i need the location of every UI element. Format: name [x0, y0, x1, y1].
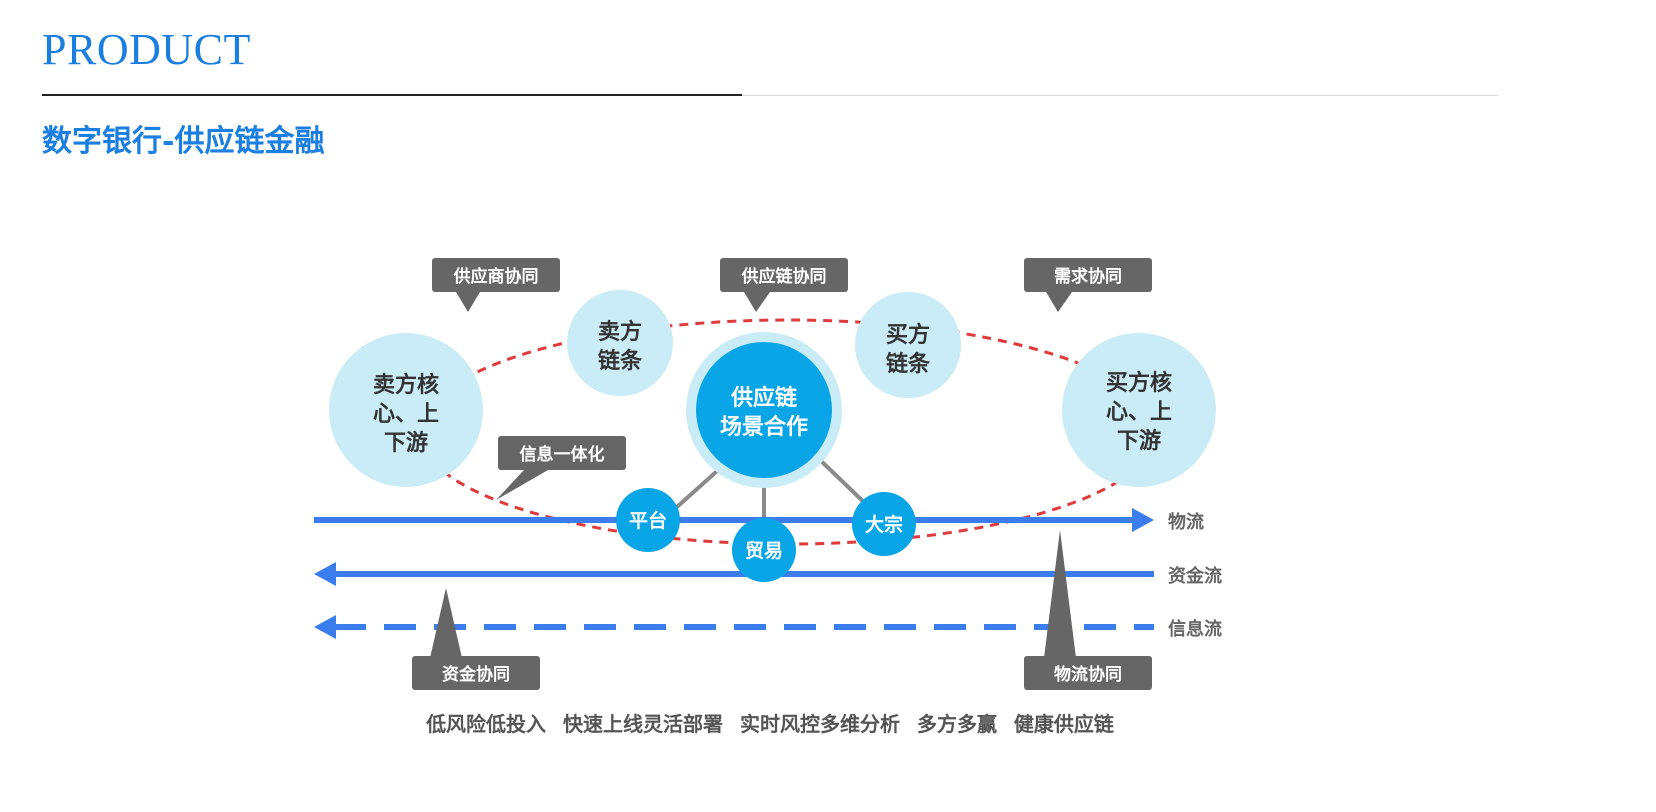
- seller-core-label-line3: 下游: [384, 430, 428, 456]
- trade-label: 贸易: [745, 539, 783, 562]
- bulk-node: [852, 492, 916, 556]
- header-divider: [42, 95, 1498, 96]
- header-divider-accent: [42, 94, 742, 96]
- supplier-collab-callout: 供应商协同: [432, 258, 560, 312]
- logistics-collab-label: 物流协同: [1054, 664, 1122, 685]
- connector-bulk: [816, 456, 872, 510]
- logistics-flow-arrow: [314, 508, 1154, 532]
- seller-chain-label-line1: 卖方: [598, 319, 642, 345]
- buyer-chain-label-line1: 买方: [886, 322, 930, 348]
- center-circle: [696, 342, 832, 478]
- page-heading: PRODUCT: [42, 25, 251, 74]
- trade-node: [732, 518, 796, 582]
- buyer-chain-circle: [855, 292, 961, 398]
- funds-flow-label: 资金流: [1168, 565, 1222, 587]
- supply-chain-collab-callout: 供应链协同: [720, 258, 848, 312]
- seller-core-label-line1: 卖方核: [373, 372, 439, 398]
- platform-label: 平台: [629, 509, 667, 532]
- center-label-line2: 场景合作: [720, 414, 808, 440]
- seller-core-label-line2: 心、上: [373, 402, 439, 427]
- logistics-flow-label: 物流: [1168, 511, 1204, 533]
- seller-chain-circle: [567, 290, 673, 396]
- seller-core-circle: [329, 333, 483, 487]
- logistics-collab-callout: 物流协同: [1024, 530, 1152, 690]
- info-integration-label: 信息一体化: [520, 444, 605, 465]
- funds-flow-arrow: [314, 562, 1154, 586]
- center-label-line1: 供应链: [730, 385, 797, 411]
- buyer-core-circle: [1062, 333, 1216, 487]
- seller-chain-label-line2: 链条: [598, 348, 643, 374]
- buyer-core-label-line2: 心、上: [1106, 400, 1172, 425]
- demand-collab-label: 需求协同: [1054, 266, 1122, 287]
- fund-collab-label: 资金协同: [442, 664, 510, 685]
- bulk-label: 大宗: [865, 513, 903, 536]
- info-integration-callout: 信息一体化: [496, 436, 626, 500]
- buyer-chain-label-line2: 链条: [886, 351, 931, 377]
- demand-collab-callout: 需求协同: [1024, 258, 1152, 312]
- buyer-core-label-line1: 买方核: [1106, 370, 1172, 396]
- diagram-caption: 低风险低投入 快速上线灵活部署 实时风控多维分析 多方多赢 健康供应链: [426, 712, 1114, 736]
- platform-node: [616, 488, 680, 552]
- fund-collab-callout: 资金协同: [412, 588, 540, 690]
- supply-chain-collab-label: 供应链协同: [741, 266, 827, 287]
- buyer-core-label-line3: 下游: [1117, 428, 1161, 454]
- information-flow-label: 信息流: [1168, 618, 1222, 640]
- page-subtitle: 数字银行-供应链金融: [42, 124, 325, 159]
- information-flow-arrow: [314, 615, 1154, 639]
- supplier-collab-label: 供应商协同: [453, 266, 539, 287]
